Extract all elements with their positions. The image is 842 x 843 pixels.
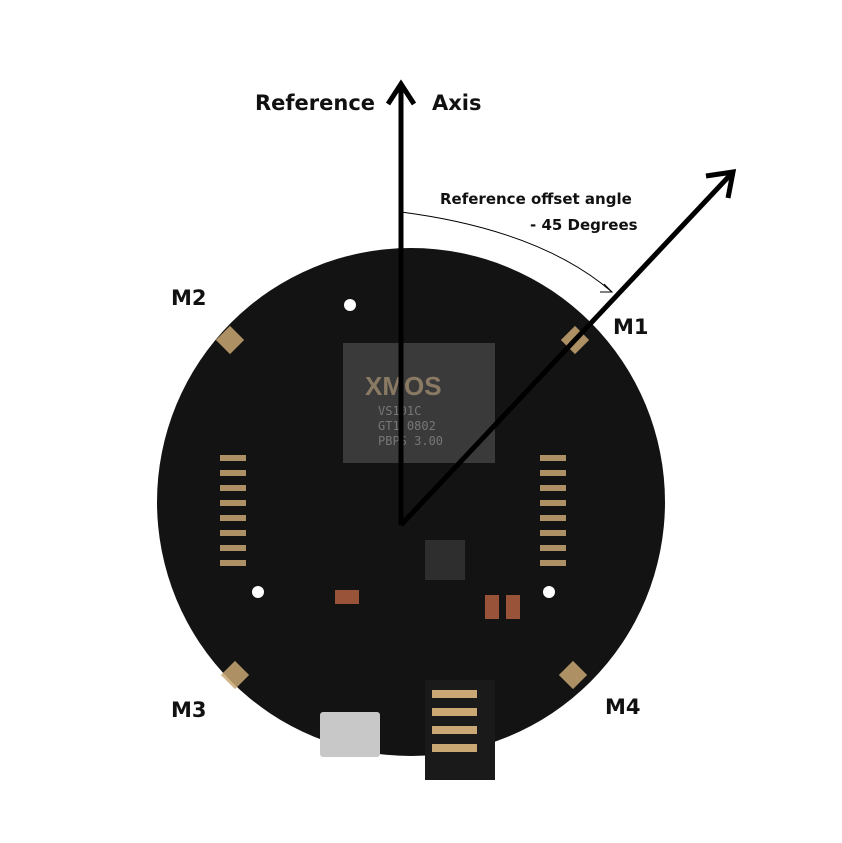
offset-direction-arrow [399, 170, 735, 527]
mic-m4-label: M4 [605, 695, 641, 719]
usb-port [320, 712, 380, 757]
chip-text-2: GT1 0802 [378, 419, 436, 433]
mic-m2-label: M2 [171, 286, 207, 310]
offset-angle-arc [400, 211, 613, 293]
mic-m1-label: M1 [613, 315, 649, 339]
chip-text-3: PBPS 3.00 [378, 434, 443, 448]
offset-degrees-label: - 45 Degrees [530, 216, 638, 234]
xmos-chip [343, 343, 495, 463]
axis-label: Axis [432, 91, 482, 115]
reference-label: Reference [255, 91, 376, 115]
mic-m3-label: M3 [171, 698, 207, 722]
offset-angle-label: Reference offset angle [440, 190, 632, 208]
